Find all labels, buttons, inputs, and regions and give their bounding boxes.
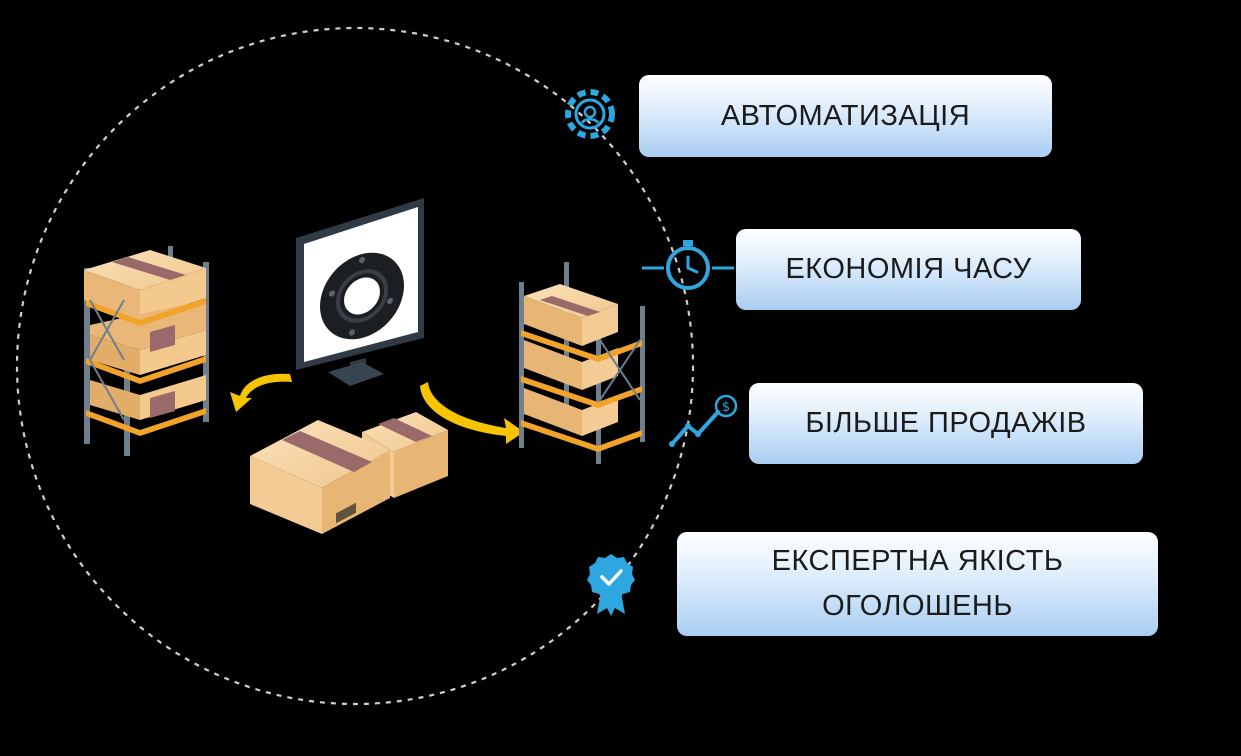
benefit-expert-quality-label: ЕКСПЕРТНА ЯКІСТЬ ОГОЛОШЕНЬ <box>677 532 1158 636</box>
benefit-time-saving-text: ЕКОНОМІЯ ЧАСУ <box>785 253 1032 286</box>
gear-icon <box>565 89 615 139</box>
verified-badge-icon <box>587 554 635 616</box>
computer-monitor <box>296 198 424 386</box>
benefit-more-sales-text: БІЛЬШЕ ПРОДАЖІВ <box>805 407 1087 440</box>
right-warehouse-rack <box>519 262 645 464</box>
clock-icon <box>642 240 734 290</box>
benefit-time-saving-label: ЕКОНОМІЯ ЧАСУ <box>736 229 1081 310</box>
benefit-expert-quality-line1: ЕКСПЕРТНА ЯКІСТЬ <box>771 545 1064 578</box>
left-yellow-arrow <box>230 373 292 412</box>
brake-disc-on-screen <box>320 252 404 340</box>
shipping-boxes <box>250 412 448 534</box>
benefit-more-sales-label: БІЛЬШЕ ПРОДАЖІВ <box>749 383 1143 464</box>
benefit-expert-quality-line2: ОГОЛОШЕНЬ <box>822 590 1013 622</box>
right-yellow-arrow <box>420 382 524 444</box>
left-warehouse-rack <box>84 246 209 456</box>
growth-chart-icon: $ <box>669 394 738 447</box>
benefit-automation-label: АВТОМАТИЗАЦІЯ <box>639 75 1052 157</box>
svg-text:$: $ <box>722 400 730 415</box>
benefit-automation-text: АВТОМАТИЗАЦІЯ <box>720 99 971 132</box>
dashed-orbit-circle <box>15 26 695 706</box>
